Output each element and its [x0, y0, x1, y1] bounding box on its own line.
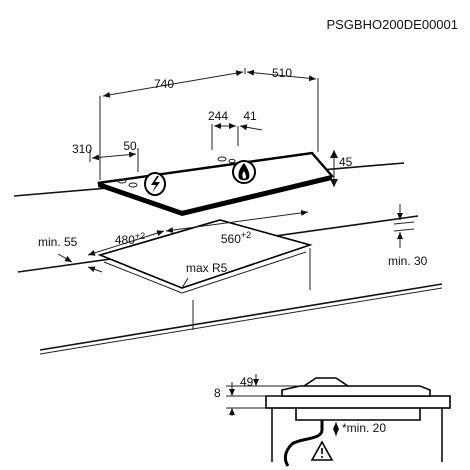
worktop-edge-lower-inner: [39, 287, 443, 355]
dim-min-below-label: *min. 20: [342, 421, 386, 435]
cutout-view: 480+2 560+2 min. 55 min. 30 max R5: [17, 204, 443, 355]
dim-left-offset-label: 50: [123, 139, 137, 153]
hob-plate-front-edge: [98, 183, 182, 216]
cutout-inner-right: [181, 251, 307, 294]
warning-triangle-icon: [310, 440, 334, 461]
dim-left-edge-label: 310: [72, 142, 92, 156]
electric-warning-icon: [144, 172, 166, 196]
cutout-depth-value: 480: [115, 233, 135, 247]
dim-burner-offset-line: [239, 124, 263, 131]
dim-49-label: 49: [240, 375, 254, 389]
section-detail: 49 8 *min. 20: [214, 374, 451, 467]
min-back-tick-1: [393, 221, 415, 225]
dim-width-line: [102, 70, 244, 98]
dim-cutout-depth-label: 480+2: [115, 231, 145, 247]
gas-flame-icon: [232, 160, 256, 184]
hob-body-section: [295, 408, 421, 421]
min-front-arrow-1: [57, 253, 73, 263]
min-front-arrow-2: [87, 266, 103, 273]
knob-right: [128, 182, 138, 188]
worktop-edge-lower: [39, 283, 443, 351]
dim-left-line: [91, 151, 137, 161]
cutout-width-value: 560: [221, 232, 241, 246]
worktop-section: [265, 395, 451, 409]
dim-depth-label: 510: [272, 66, 292, 80]
dim-cutout-depth-line: [87, 230, 165, 256]
burner-section: [303, 377, 349, 387]
dim-depth-line: [246, 69, 317, 82]
hob-top-view: 740 510 244 41 310 50 45: [13, 66, 405, 216]
cutout-inner-front: [103, 261, 183, 294]
cutout-depth-tolerance: +2: [135, 231, 145, 241]
hob-plate-side-edge: [182, 176, 332, 216]
min-back-label: min. 30: [388, 254, 428, 268]
knob-left: [117, 178, 127, 184]
min-front-label: min. 55: [38, 235, 78, 249]
dim-height-label: 45: [339, 155, 353, 169]
burner-cap-small: [217, 156, 227, 162]
corner-radius-label: max R5: [186, 261, 228, 275]
dim-burner-offset-label: 41: [243, 109, 257, 123]
reference-code: PSGBHO200DE00001: [326, 17, 458, 32]
hob-plate: [97, 151, 335, 214]
dim-width-label: 740: [154, 77, 174, 91]
gas-pipe: [283, 420, 324, 467]
cutout-width-tolerance: +2: [241, 230, 251, 240]
cutout-opening: [97, 219, 313, 289]
radius-leader: [181, 277, 189, 289]
dim-burner-label: 244: [208, 109, 228, 123]
min-back-tick-2: [393, 228, 415, 232]
burner-cap-dot: [228, 158, 236, 164]
dim-8-label: 8: [214, 386, 221, 400]
hob-plate-section: [281, 385, 431, 397]
dim-cutout-width-label: 560+2: [221, 230, 251, 246]
dim-cutout-width-line: [165, 209, 309, 234]
